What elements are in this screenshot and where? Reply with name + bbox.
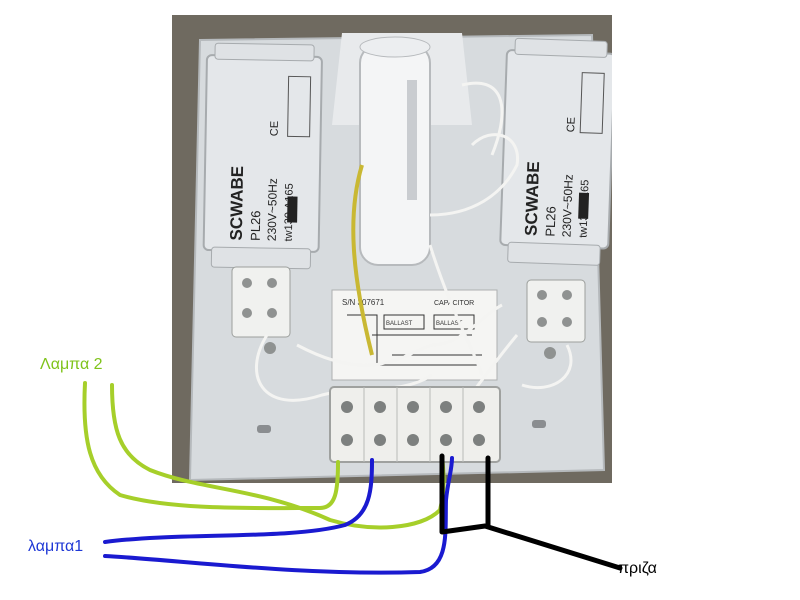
ballast-left: SCWABE PL26 230V~50Hz tw130 Δ165 CE bbox=[202, 42, 323, 270]
ballast-right-model: PL26 bbox=[543, 206, 559, 237]
ballast-right-voltage: 230V~50Hz bbox=[560, 174, 576, 237]
capacitor bbox=[359, 36, 431, 266]
lamp2-wire-a bbox=[82, 381, 340, 511]
capacitor-label bbox=[407, 80, 417, 200]
lamp1-wire-b bbox=[103, 456, 454, 575]
ballast-left-symbol bbox=[287, 196, 298, 223]
ballast-left-table bbox=[287, 75, 312, 138]
ballast-right-brand: SCWABE bbox=[522, 161, 544, 236]
sticker-serial: S/N 307671 bbox=[342, 298, 385, 307]
ballast-left-model: PL26 bbox=[248, 210, 264, 241]
main-terminal-strip bbox=[329, 386, 501, 463]
ballast-left-ce: CE bbox=[269, 121, 281, 136]
lamp1-label: λαμπα1 bbox=[28, 538, 84, 555]
terminal-block-right bbox=[526, 279, 586, 343]
socket-label: πριζα bbox=[618, 560, 657, 577]
earth-wire bbox=[351, 164, 374, 356]
ballast-right-ce: CE bbox=[565, 117, 578, 133]
sticker-ballast-b: BALLAST bbox=[436, 321, 463, 327]
ballast-right-symbol bbox=[578, 192, 590, 219]
ballast-left-voltage: 230V~50Hz bbox=[265, 178, 280, 241]
socket-wire-a bbox=[439, 453, 623, 571]
ballast-right-table bbox=[579, 72, 605, 134]
ballast-left-brand: SCWABE bbox=[227, 166, 247, 241]
mounting-hole bbox=[532, 420, 546, 428]
mounting-hole bbox=[257, 425, 271, 433]
lamp1-wire-a bbox=[103, 458, 374, 544]
earth-screw bbox=[544, 347, 556, 359]
sticker-capacitor: CAPACITOR bbox=[434, 300, 474, 307]
fixture-photo: SCWABE PL26 230V~50Hz tw130 Δ165 CE SCWA… bbox=[172, 15, 612, 483]
terminal-block-left bbox=[231, 266, 291, 338]
lamp2-label: Λαμπα 2 bbox=[40, 356, 103, 373]
ballast-right: SCWABE PL26 230V~50Hz tw130 Δ165 CE bbox=[499, 37, 612, 266]
earth-screw bbox=[264, 342, 276, 354]
internal-wires bbox=[255, 81, 573, 407]
sticker-ballast-a: BALLAST bbox=[386, 321, 413, 327]
